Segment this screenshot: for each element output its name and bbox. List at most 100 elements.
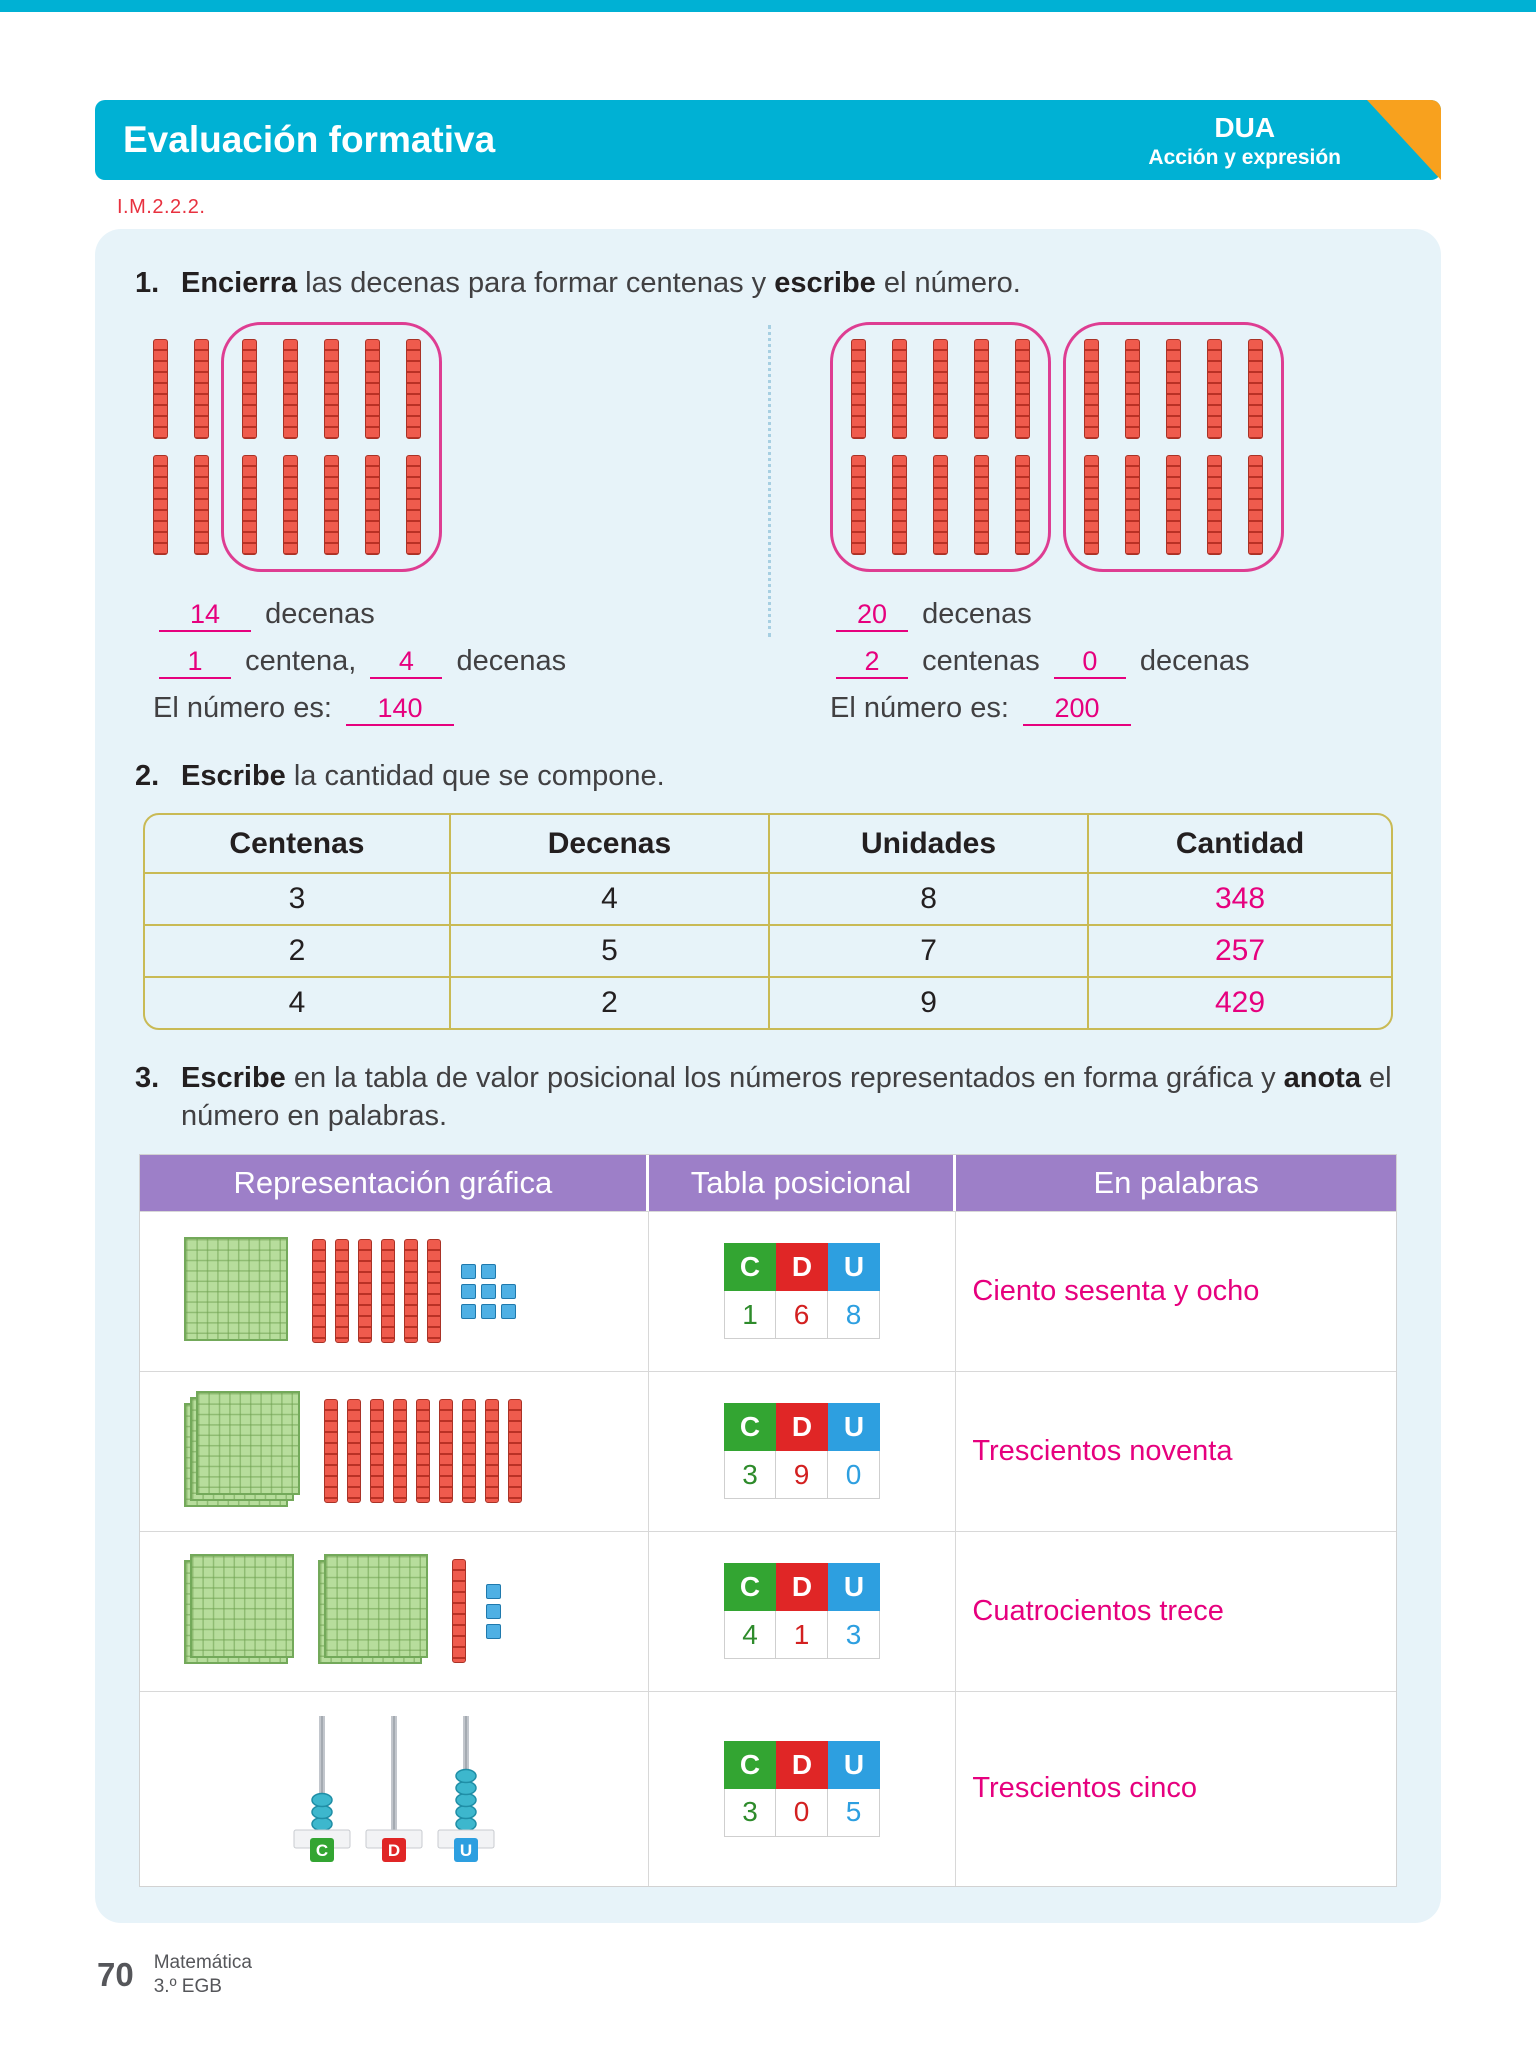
prompt-text: el número. — [875, 267, 1021, 299]
dua-badge: DUA Acción y expresión — [1148, 110, 1341, 171]
ex2-header-centenas: Centenas — [229, 826, 365, 860]
ten-rod — [974, 338, 989, 439]
exercise-1: 1. Encierra las decenas para formar cent… — [135, 265, 1401, 732]
prompt-bold: Encierra — [181, 267, 298, 299]
ex2-cell: 4 — [145, 976, 449, 1028]
header-band: Evaluación formativa DUA Acción y expres… — [95, 100, 1441, 180]
answer-line: El número es: 200 — [830, 685, 1401, 732]
tens-circle-group — [221, 321, 442, 572]
prompt-bold: Escribe — [181, 1062, 286, 1095]
cdu-header-c: C — [724, 1563, 777, 1612]
cdu-header-u: U — [828, 1563, 881, 1612]
words-cell: Trescientos noventa — [956, 1370, 1396, 1531]
answer-blank: 2 — [836, 646, 908, 679]
hundred-flat — [190, 1554, 294, 1659]
cdu-header-c: C — [724, 1740, 777, 1789]
unit-cube — [461, 1263, 476, 1279]
prompt-bold: Escribe — [181, 759, 286, 792]
answer-blank: 14 — [159, 599, 251, 632]
ex3-header-graphic: Representación gráfica — [140, 1154, 649, 1211]
ten-rod — [335, 1239, 349, 1344]
ten-rod — [1248, 338, 1263, 439]
exercise1-columns: 14 decenas 1 centena, 4 decenas El númer… — [135, 321, 1401, 732]
orange-corner-triangle — [1367, 100, 1441, 180]
place-value-table: Representación gráfica Tabla posicional … — [139, 1153, 1397, 1887]
hundred-flat — [184, 1237, 288, 1342]
svg-text:C: C — [316, 1841, 328, 1860]
ten-rods — [324, 1399, 522, 1504]
answer-blank: 200 — [1022, 693, 1131, 726]
answers-left: 14 decenas 1 centena, 4 decenas El númer… — [153, 591, 768, 732]
exercise1-number: 1. — [135, 267, 160, 299]
unit-cube — [481, 1283, 496, 1299]
graphic-cell — [140, 1370, 649, 1531]
ten-rod — [393, 1399, 407, 1504]
ten-rod — [462, 1399, 476, 1504]
exercise1-right: 20 decenas 2 centenas 0 decenas El númer… — [768, 321, 1401, 732]
ten-rod — [1015, 454, 1030, 555]
ten-rod — [324, 338, 339, 439]
ten-rod — [242, 338, 257, 439]
ten-rod — [892, 454, 907, 555]
answer-label: decenas — [456, 644, 567, 677]
ex3-header-words: En palabras — [956, 1154, 1396, 1211]
rod-group — [153, 322, 209, 572]
words-cell: Trescientos cinco — [956, 1690, 1396, 1886]
answer-blank: 0 — [1053, 646, 1126, 679]
ten-rod — [892, 338, 907, 439]
ex3-header-positional: Tabla posicional — [648, 1154, 957, 1211]
answer-blank: 20 — [836, 599, 908, 632]
unit-cubes — [461, 1263, 516, 1319]
ten-rod — [1207, 338, 1222, 439]
ten-rod — [974, 454, 989, 555]
ten-rod — [851, 338, 866, 439]
words-cell: Cuatrocientos trece — [956, 1530, 1396, 1691]
ten-rod — [404, 1239, 418, 1344]
answer-label: centenas — [922, 644, 1040, 677]
exercise-3: 3. Escribe en la tabla de valor posicion… — [135, 1060, 1401, 1887]
ten-rod — [452, 1559, 466, 1664]
cdu-table: C D U 1 6 8 — [724, 1243, 881, 1340]
ten-rod — [324, 454, 339, 555]
cdu-value-d: 1 — [776, 1611, 829, 1660]
exercise1-prompt-text: Encierra las decenas para formar centena… — [181, 265, 1021, 303]
exercise1-left: 14 decenas 1 centena, 4 decenas El númer… — [135, 321, 768, 732]
ten-rod — [1248, 454, 1263, 555]
ten-rod — [1125, 338, 1140, 439]
ex2-cell: 8 — [767, 872, 1088, 925]
words-cell: Ciento sesenta y ocho — [956, 1210, 1396, 1371]
ex2-answer-cell: 257 — [1087, 924, 1391, 977]
ex2-cell: 2 — [145, 924, 449, 976]
ten-rod — [406, 338, 421, 439]
svg-text:U: U — [460, 1841, 472, 1860]
ten-rod — [153, 338, 168, 439]
ex2-answer-cell: 348 — [1087, 872, 1391, 925]
footer-grade: 3.º EGB — [153, 1976, 222, 1998]
unit-cubes — [486, 1583, 501, 1639]
ex2-cell: 7 — [767, 924, 1088, 977]
ten-rod — [381, 1239, 395, 1344]
unit-row — [461, 1303, 516, 1319]
exercise3-number: 3. — [135, 1062, 160, 1095]
ex2-cell: 2 — [448, 976, 768, 1029]
unit-cube — [461, 1283, 476, 1299]
prompt-text: el número en palabras. — [181, 1062, 1392, 1132]
hundred-flat-stack — [318, 1554, 432, 1668]
footer-book-info: Matemática 3.º EGB — [154, 1951, 252, 2000]
answer-line: 2 centenas 0 decenas — [830, 638, 1401, 685]
compose-table: Centenas Decenas Unidades Cantidad 3 4 8… — [143, 813, 1393, 1031]
answer-label: El número es: — [830, 691, 1009, 724]
dua-badge-subtitle: Acción y expresión — [1148, 146, 1341, 169]
exercise2-prompt-text: Escribe la cantidad que se compone. — [181, 758, 665, 796]
prompt-text: las decenas para formar centenas y — [297, 267, 775, 299]
cdu-cell: C D U 4 1 3 — [648, 1530, 957, 1691]
ten-rod — [153, 454, 168, 555]
ten-rod — [1084, 338, 1099, 439]
answer-blank: 1 — [159, 646, 231, 679]
unit-row — [461, 1263, 516, 1279]
ten-rod — [1125, 454, 1140, 555]
cdu-header-d: D — [776, 1563, 829, 1612]
